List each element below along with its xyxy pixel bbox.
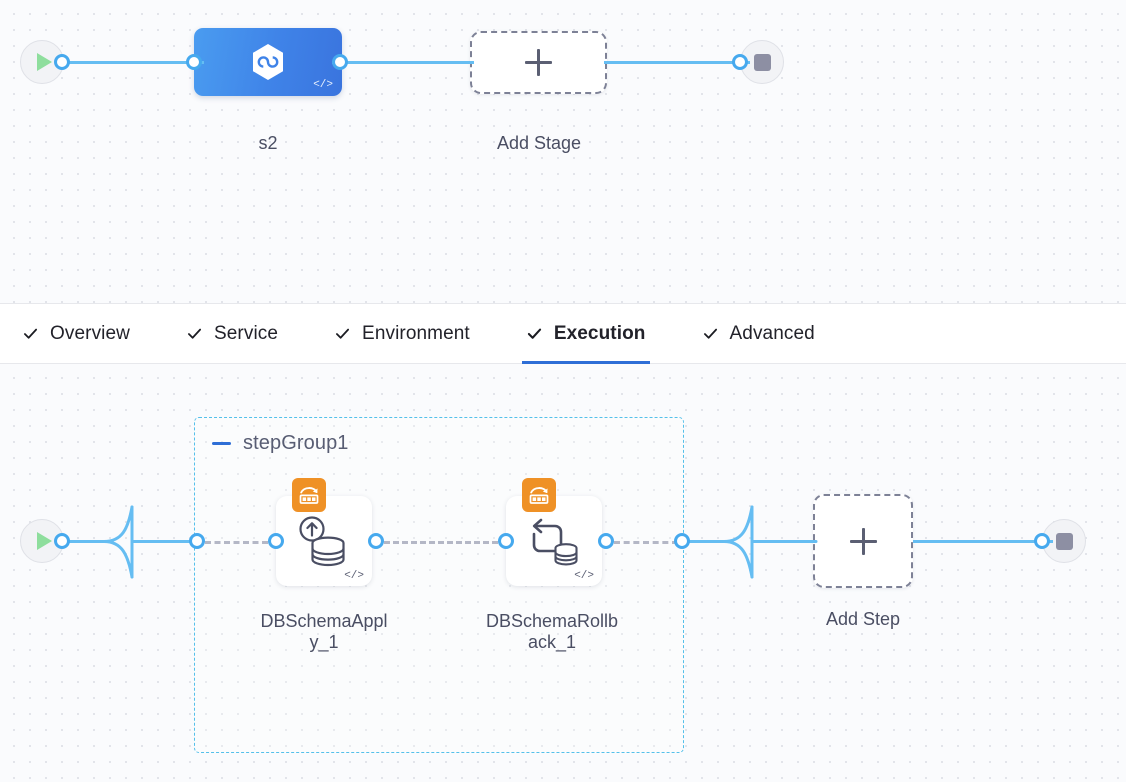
tab-advanced-label: Advanced [729, 322, 815, 344]
code-view-icon[interactable]: </> [574, 570, 594, 582]
port-step1-output[interactable] [368, 533, 384, 549]
add-step-label: Add Step [825, 609, 901, 629]
port-steps-start-output[interactable] [54, 533, 70, 549]
stage-node-label: s2 [258, 133, 278, 153]
connector-group-to-addstep [688, 505, 818, 579]
play-icon [37, 532, 52, 550]
check-icon [187, 328, 201, 339]
minus-icon[interactable] [212, 442, 231, 445]
code-view-icon[interactable]: </> [344, 570, 364, 582]
tab-overview[interactable]: Overview [18, 304, 134, 363]
tab-advanced[interactable]: Advanced [698, 304, 819, 363]
execution-steps-canvas[interactable]: stepGroup1 [0, 364, 1126, 782]
port-start-output[interactable] [54, 54, 70, 70]
check-icon [527, 328, 541, 339]
step-group-title: stepGroup1 [243, 432, 349, 454]
tab-service-label: Service [213, 322, 279, 344]
database-rollback-icon [532, 518, 578, 566]
step-node-dbschemarollback-label: DBSchemaRollb ack_1 [485, 611, 619, 653]
liquibase-icon [292, 478, 326, 512]
port-stage-output[interactable] [332, 54, 348, 70]
steps-start-node[interactable] [20, 519, 64, 563]
tab-execution[interactable]: Execution [521, 304, 650, 364]
step-node-dbschemaapply[interactable]: </> [276, 478, 372, 586]
check-icon [336, 328, 350, 339]
wire-start-to-stage [62, 61, 204, 64]
hexagon-link-icon [253, 44, 283, 80]
port-group-input[interactable] [189, 533, 205, 549]
port-end-input[interactable] [732, 54, 748, 70]
tab-overview-label: Overview [50, 322, 130, 344]
wire-step1-to-step2 [384, 541, 498, 544]
stage-node-s2[interactable]: </> [194, 28, 342, 96]
add-step-button[interactable] [813, 494, 913, 588]
add-stage-label: Add Stage [496, 133, 582, 153]
plus-icon [525, 49, 552, 76]
port-step2-output[interactable] [598, 533, 614, 549]
code-view-icon[interactable]: </> [313, 79, 333, 91]
wire-step2-to-group-out [614, 541, 678, 544]
port-group-output[interactable] [674, 533, 690, 549]
database-apply-icon [299, 516, 345, 567]
step-group-header[interactable]: stepGroup1 [212, 432, 349, 455]
tab-environment-label: Environment [362, 322, 470, 344]
wire-group-to-step1 [205, 541, 268, 544]
step-group-stepgroup1[interactable] [194, 417, 684, 753]
tab-service[interactable]: Service [182, 304, 282, 363]
port-step1-input[interactable] [268, 533, 284, 549]
step-node-dbschemarollback[interactable]: </> [506, 478, 602, 586]
play-icon [37, 53, 52, 71]
wire-addstep-to-end [913, 540, 1053, 543]
stage-config-tabs[interactable]: Overview Service Environment Execution A [0, 303, 1126, 364]
check-icon [23, 328, 38, 339]
add-stage-button[interactable] [470, 31, 607, 94]
port-step2-input[interactable] [498, 533, 514, 549]
plus-icon [849, 527, 877, 555]
check-icon [703, 328, 717, 339]
stop-icon [1055, 532, 1073, 550]
step-node-dbschemaapply-label: DBSchemaAppl y_1 [260, 611, 388, 653]
wire-stage-to-addstage [332, 61, 474, 64]
stop-icon [753, 53, 771, 71]
tab-execution-label: Execution [553, 322, 646, 344]
liquibase-icon [522, 478, 556, 512]
tab-environment[interactable]: Environment [330, 304, 474, 363]
wire-addstage-to-end [604, 61, 750, 64]
port-stage-input[interactable] [186, 54, 202, 70]
pipeline-stage-canvas[interactable]: </> s2 Add Stage [0, 0, 1126, 303]
port-steps-end-input[interactable] [1034, 533, 1050, 549]
